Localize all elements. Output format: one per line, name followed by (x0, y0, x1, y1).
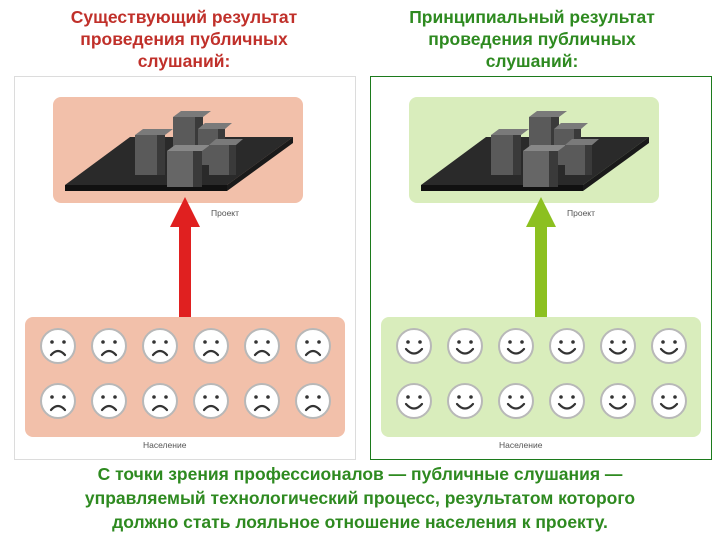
happy-face-icon (498, 328, 534, 364)
happy-face-icon (396, 328, 432, 364)
happy-face-icon (396, 383, 432, 419)
right-heading-line: проведения публичных (428, 29, 636, 49)
existing-result-panel: Проект Население (14, 76, 356, 460)
caption-line: управляемый технологический процесс, рез… (84, 488, 636, 508)
sad-face-icon (40, 383, 76, 419)
population-box (381, 317, 701, 437)
left-heading: Существующий результат проведения публич… (24, 6, 344, 72)
sad-face-icon (244, 383, 280, 419)
left-heading-line: проведения публичных (80, 29, 288, 49)
sad-face-icon (244, 328, 280, 364)
sad-face-icon (91, 383, 127, 419)
caption-line: С точки зрения профессионалов — публичны… (97, 464, 623, 484)
left-heading-line: Существующий результат (70, 7, 298, 27)
up-arrow-green (526, 197, 556, 319)
happy-face-icon (498, 383, 534, 419)
happy-face-icon (549, 383, 585, 419)
happy-face-icon (549, 328, 585, 364)
sad-face-icon (295, 328, 331, 364)
sad-face-icon (193, 328, 229, 364)
sad-face-icon (40, 328, 76, 364)
right-heading: Принципиальный результат проведения публ… (372, 6, 692, 72)
sad-face-icon (295, 383, 331, 419)
happy-face-icon (447, 328, 483, 364)
desired-result-panel: Проект Население (370, 76, 712, 460)
project-label: Проект (567, 208, 595, 218)
population-label: Население (499, 440, 543, 450)
sad-face-icon (91, 328, 127, 364)
population-box (25, 317, 345, 437)
population-label: Население (143, 440, 187, 450)
left-heading-line: слушаний: (137, 51, 231, 71)
happy-face-icon (600, 328, 636, 364)
project-label: Проект (211, 208, 239, 218)
sad-face-icon (142, 383, 178, 419)
up-arrow-red (170, 197, 200, 319)
happy-face-icon (600, 383, 636, 419)
happy-face-icon (447, 383, 483, 419)
happy-face-icon (651, 328, 687, 364)
city-model-icon (421, 111, 649, 191)
right-heading-line: слушаний: (485, 51, 579, 71)
caption-line: должно стать лояльное отношение населени… (112, 512, 608, 532)
right-heading-line: Принципиальный результат (409, 7, 655, 27)
city-model-icon (65, 111, 293, 191)
conclusion-caption: С точки зрения профессионалов — публичны… (0, 462, 720, 534)
sad-face-icon (142, 328, 178, 364)
happy-face-icon (651, 383, 687, 419)
sad-face-icon (193, 383, 229, 419)
